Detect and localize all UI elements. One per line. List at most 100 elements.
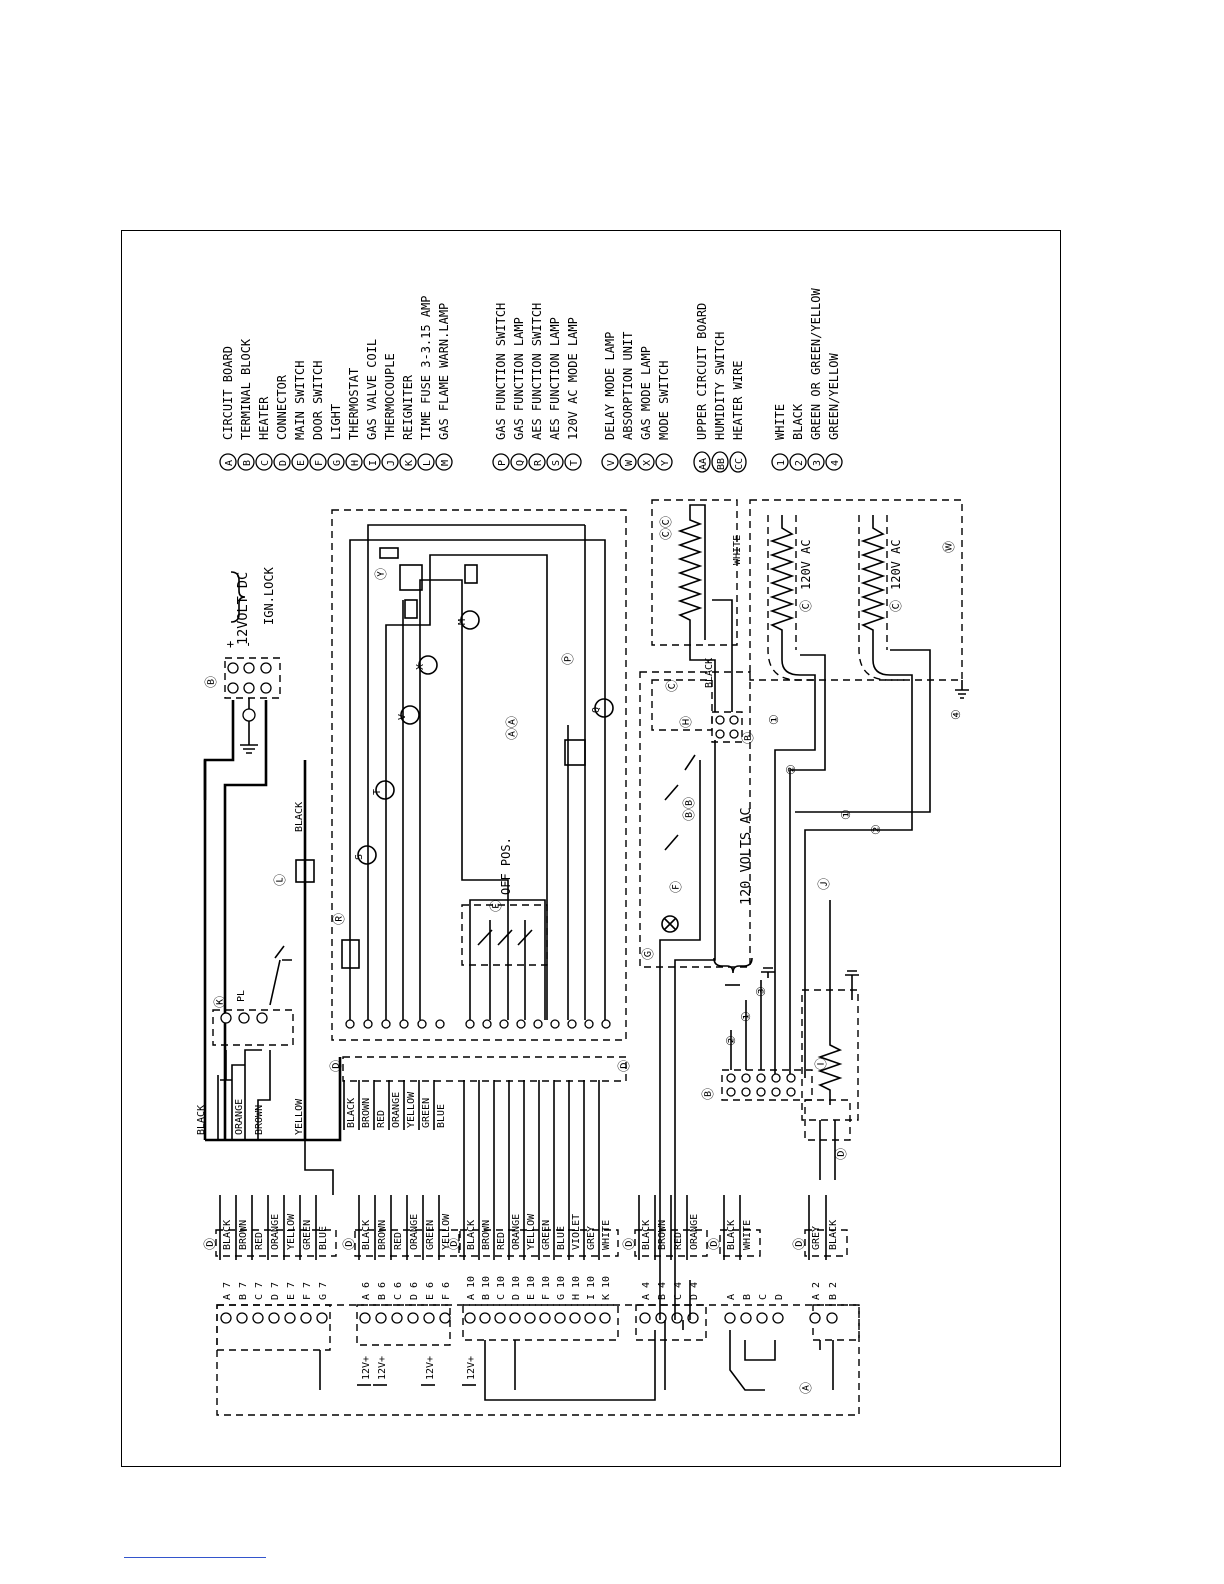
aes-function-lamp [357, 845, 377, 865]
marker-j: Ⓙ [817, 878, 831, 890]
legend-code-circle [399, 453, 417, 471]
harness-wire-label: GREEN [541, 1220, 552, 1250]
upper-board-outline [331, 509, 627, 1041]
harness-wire-label: RED [393, 1232, 404, 1250]
gas-function-lamp [594, 698, 614, 718]
board-pin [599, 1312, 611, 1324]
legend-code: AA [698, 458, 709, 470]
upper-wire-label: BROWN [361, 1098, 372, 1128]
harness-wire-label: YELLOW [441, 1213, 452, 1250]
aes-function-switch [341, 939, 360, 969]
legend-code-circle [237, 453, 255, 471]
legend-code: C [260, 460, 271, 466]
board-pin [375, 1312, 387, 1324]
pin-label: E 10 [526, 1276, 537, 1300]
harness-wire-label: VIOLET [571, 1214, 582, 1250]
legend-item: HEATER WIRE [731, 361, 745, 440]
terminal-block-outline [224, 657, 281, 699]
diagram-frame [121, 230, 1061, 1467]
marker-d-c2w: Ⓓ [707, 1238, 721, 1250]
board-pin [655, 1312, 667, 1324]
board-pin [569, 1312, 581, 1324]
legend-code: 2 [794, 460, 805, 466]
legend-code-circle [693, 451, 711, 473]
legend-code: CC [734, 458, 745, 470]
legend-code: 3 [812, 460, 823, 466]
legend-code-circle [825, 453, 843, 471]
pin-label: H 10 [571, 1276, 582, 1300]
pin-label: F 7 [302, 1282, 313, 1300]
heater-2: Ⓒ 120V AC [858, 515, 905, 681]
off-pos-label: OFF POS. [499, 837, 513, 895]
marker-y: Ⓨ [374, 568, 388, 580]
marker-d-lower: Ⓓ [834, 1148, 848, 1160]
legend-item: GAS FUNCTION SWITCH [494, 303, 508, 440]
board-pin [284, 1312, 296, 1324]
marker-m: M [457, 619, 468, 625]
legend-item: TIME FUSE 3-3.15 AMP [419, 296, 433, 441]
board-pin [772, 1312, 784, 1324]
pin-label: D 10 [511, 1276, 522, 1300]
pin-label: B [742, 1294, 753, 1300]
harness-connector [354, 1229, 460, 1257]
legend-item: AES FUNCTION SWITCH [530, 303, 544, 440]
legend-code: J [386, 460, 397, 466]
heater-wire-label-white: WHITE [732, 535, 743, 565]
legend-code: B [242, 460, 253, 466]
legend-code-circle [381, 453, 399, 471]
legend-code-circle [619, 453, 637, 471]
marker-d-c10: Ⓓ [447, 1238, 461, 1250]
legend-item: THERMOCOUPLE [383, 353, 397, 440]
ac-switch-box [639, 671, 751, 968]
marker-1-a: ① [767, 714, 781, 725]
legend-item: AES FUNCTION LAMP [548, 317, 562, 440]
pin-label: G 7 [318, 1282, 329, 1300]
legend-item: BLACK [791, 403, 805, 440]
harness-connector [804, 1229, 848, 1257]
pin-label: B 7 [238, 1282, 249, 1300]
legend-item: GREEN OR GREEN/YELLOW [809, 288, 823, 440]
upper-wire-label: BLUE [436, 1104, 447, 1128]
marker-aa: ⒶⒶ [505, 716, 519, 740]
marker-i: Ⓘ [814, 1058, 828, 1070]
board-pin [724, 1312, 736, 1324]
board-pin [439, 1312, 451, 1324]
marker-1-b: ① [839, 809, 853, 820]
legend-code: 1 [776, 460, 787, 466]
terminal-block-b-right [711, 711, 743, 743]
harness-wire-label: BROWN [657, 1220, 668, 1250]
board-pin [236, 1312, 248, 1324]
resistor-3 [464, 564, 478, 584]
pl-label: PL [236, 990, 247, 1002]
marker-r: Ⓡ [332, 913, 346, 925]
heater-wire-label-black: BLACK [704, 658, 715, 688]
harness-wire-label: BLUE [318, 1226, 329, 1250]
harness-wire-label: GREY [586, 1226, 597, 1250]
pin-label: C 4 [673, 1282, 684, 1300]
legend-item: MAIN SWITCH [293, 361, 307, 440]
legend-item: DOOR SWITCH [311, 361, 325, 440]
pin-label: C [758, 1294, 769, 1300]
marker-bb: ⒷⒷ [682, 797, 696, 821]
legend-code: L [422, 460, 433, 466]
marker-a-board: Ⓐ [799, 1382, 813, 1394]
legend-code: T [569, 460, 580, 466]
heater-1: Ⓒ 120V AC [767, 515, 815, 681]
board-pin [740, 1312, 752, 1324]
legend-code-circle [564, 453, 582, 471]
connector-block-7 [216, 1304, 331, 1351]
pin-label: F 6 [441, 1282, 452, 1300]
board-pin [316, 1312, 328, 1324]
legend-code: G [332, 460, 343, 466]
terminal-block-b-top: Ⓑ + - 12VOLT DC IGN.LOCK [204, 566, 281, 754]
legend-code-circle [510, 453, 528, 471]
legend-code: P [497, 460, 508, 466]
wire-label-yellow: YELLOW [294, 1098, 305, 1135]
board-pin [479, 1312, 491, 1324]
legend-item: TERMINAL BLOCK [239, 338, 253, 440]
wire-label-orange: ORANGE [234, 1099, 245, 1135]
fuse-wire-label: BLACK [294, 802, 305, 832]
board-pin [756, 1312, 768, 1324]
pin-label: B 4 [657, 1282, 668, 1300]
legend-code-circle [327, 453, 345, 471]
